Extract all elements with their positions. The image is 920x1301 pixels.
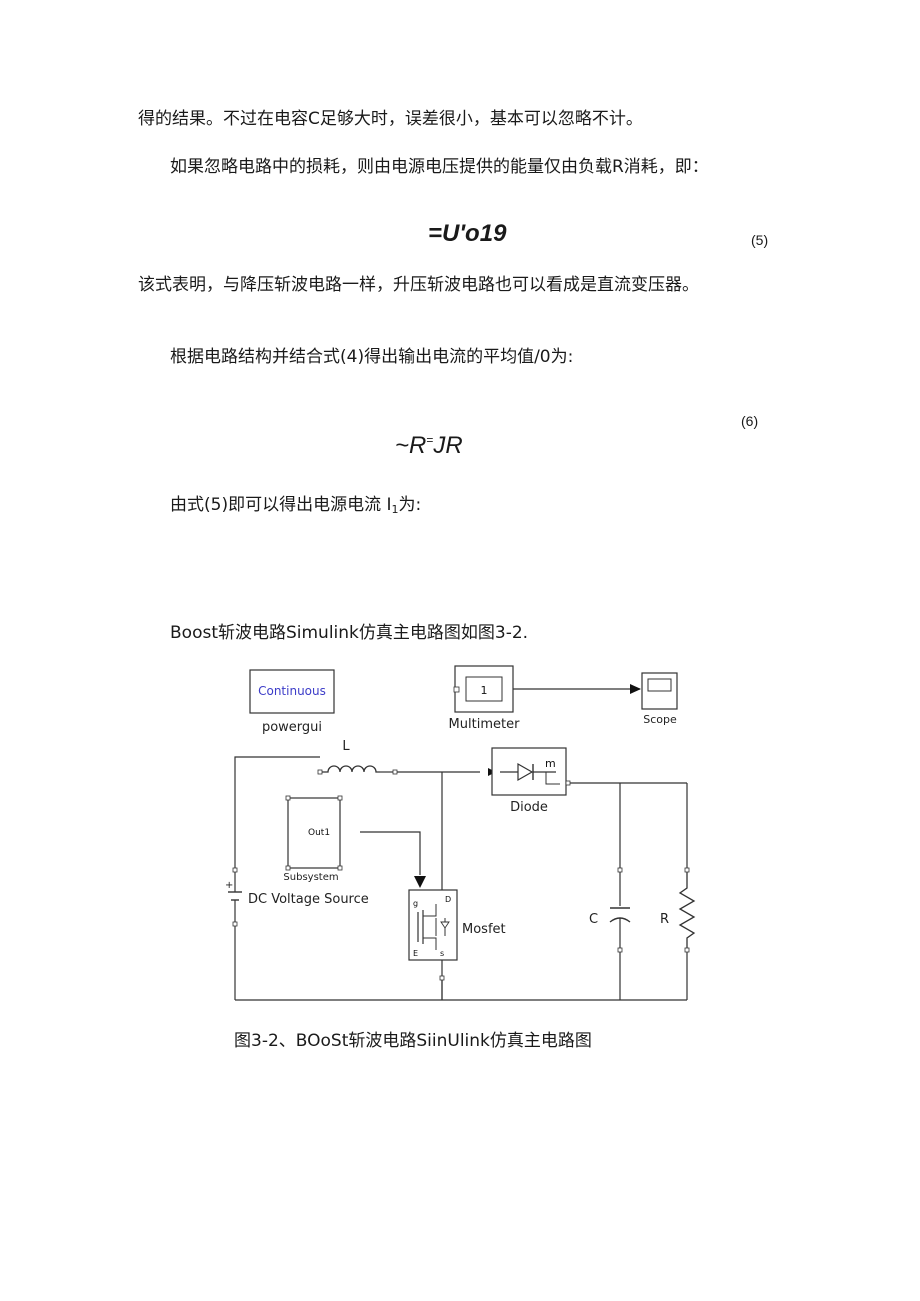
equation-5-number: (5): [751, 232, 769, 248]
simulink-circuit-figure: Continuous powergui 1 Multimeter Scope L…: [225, 665, 696, 1001]
capacitor-C[interactable]: [609, 870, 631, 950]
subsystem-label: Subsystem: [283, 872, 338, 883]
diode-block[interactable]: m: [491, 747, 567, 796]
diode-port-m: m: [545, 757, 556, 770]
scope-arrow-icon: [630, 684, 641, 694]
equation-5: =U'o19: [428, 220, 507, 247]
diode-label: Diode: [510, 800, 548, 815]
paragraph-5-tail: 为:: [398, 495, 422, 515]
paragraph-4: 根据电路结构并结合式(4)得出输出电流的平均值/0为:: [170, 347, 574, 367]
wire-gate-signal: [360, 831, 421, 875]
subsystem-block[interactable]: Out1: [287, 797, 341, 869]
scope-block[interactable]: [641, 672, 678, 710]
inductor-label: L: [342, 739, 350, 754]
paragraph-6: Boost斩波电路Simulink仿真主电路图如图3-2.: [170, 623, 529, 643]
mosfet-port-e: E: [413, 949, 418, 958]
paragraph-1: 得的结果。不过在电容C足够大时，误差很小，基本可以忽略不计。: [138, 109, 643, 129]
multimeter-value: 1: [481, 684, 488, 697]
equation-6-number: (6): [741, 413, 759, 429]
multimeter-label: Multimeter: [449, 717, 521, 732]
paragraph-2: 如果忽略电路中的损耗，则由电源电压提供的能量仅由负载R消耗，即：: [170, 157, 709, 177]
capacitor-label: C: [589, 912, 598, 927]
subsystem-port-out1: Out1: [308, 828, 330, 838]
dc-plus-sign: +: [225, 880, 233, 891]
dc-voltage-source-label: DC Voltage Source: [248, 892, 369, 907]
figure-caption: 图3-2、BOoSt斩波电路SiinUlink仿真主电路图: [234, 1031, 592, 1051]
equation-6-right: JR: [433, 432, 463, 459]
equation-6-sup: =: [426, 433, 434, 447]
mosfet-port-d: D: [445, 895, 451, 904]
mosfet-port-s: s: [440, 949, 444, 958]
paragraph-5: 由式(5)即可以得出电源电流 I1为:: [170, 494, 421, 521]
powergui-block-text: Continuous: [258, 684, 326, 698]
paragraph-5-subscript: 1: [391, 503, 399, 516]
equation-6: ~R=JR: [395, 426, 463, 460]
powergui-label: powergui: [262, 720, 322, 735]
equation-6-left: ~R: [395, 432, 427, 459]
inductor-L[interactable]: [320, 765, 380, 773]
paragraph-3: 该式表明，与降压斩波电路一样，升压斩波电路也可以看成是直流变压器。: [138, 275, 699, 295]
mosfet-label: Mosfet: [462, 922, 506, 937]
gate-arrow-icon: [414, 876, 426, 888]
resistor-R[interactable]: [678, 870, 696, 950]
powergui-block[interactable]: Continuous: [249, 669, 335, 714]
multimeter-block[interactable]: 1: [454, 665, 514, 713]
mosfet-block[interactable]: g D E s: [408, 889, 458, 961]
wire-left-top: [234, 756, 320, 772]
dc-voltage-source[interactable]: [228, 870, 242, 922]
paragraph-5-text: 由式(5)即可以得出电源电流 I: [170, 495, 392, 515]
mosfet-port-g: g: [413, 899, 418, 908]
resistor-label: R: [660, 912, 669, 927]
scope-label: Scope: [643, 713, 677, 726]
